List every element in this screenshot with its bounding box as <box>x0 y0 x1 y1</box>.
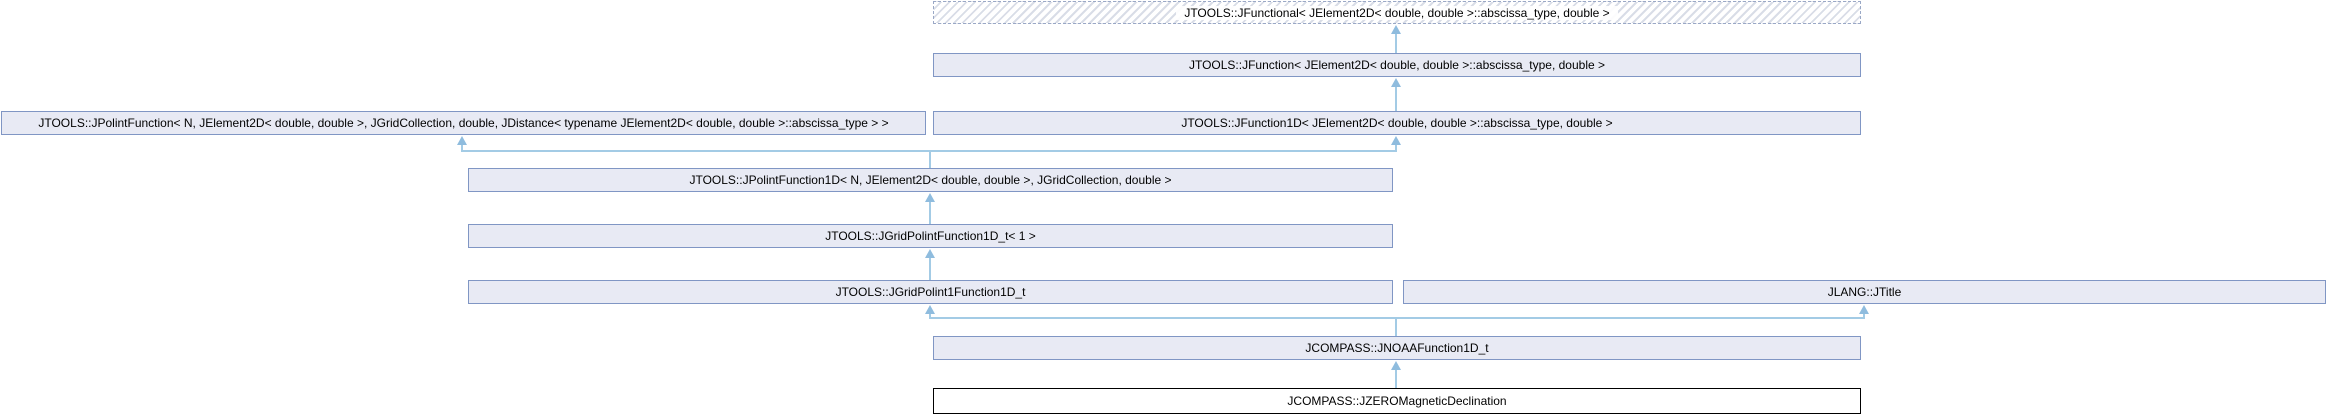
class-node-jfunctional: JTOOLS::JFunctional< JElement2D< double,… <box>933 1 1861 24</box>
class-node-jgridpolintfunction1d-t[interactable]: JTOOLS::JGridPolintFunction1D_t< 1 > <box>468 224 1393 248</box>
inheritance-edge <box>1396 312 1865 319</box>
inheritance-edge <box>930 143 1397 152</box>
class-node-jzeromagneticdeclination-current: JCOMPASS::JZEROMagneticDeclination <box>933 388 1861 414</box>
inheritance-edge <box>929 312 1397 336</box>
inheritance-arrowhead <box>1391 78 1401 87</box>
class-node-label: JTOOLS::JFunction1D< JElement2D< double,… <box>1181 116 1613 130</box>
inheritance-edge <box>461 143 931 168</box>
class-node-jpolintfunction[interactable]: JTOOLS::JPolintFunction< N, JElement2D< … <box>1 111 926 135</box>
class-node-jfunction1d[interactable]: JTOOLS::JFunction1D< JElement2D< double,… <box>933 111 1861 135</box>
class-node-jfunction[interactable]: JTOOLS::JFunction< JElement2D< double, d… <box>933 53 1861 77</box>
class-node-label: JTOOLS::JPolintFunction< N, JElement2D< … <box>38 116 889 130</box>
inheritance-arrowhead <box>925 305 935 314</box>
class-node-jtitle[interactable]: JLANG::JTitle <box>1403 280 2326 304</box>
inheritance-arrowhead <box>1391 361 1401 370</box>
class-node-label: JCOMPASS::JZEROMagneticDeclination <box>1287 394 1507 408</box>
inheritance-arrowhead <box>925 193 935 202</box>
class-node-label: JLANG::JTitle <box>1827 285 1902 299</box>
class-node-jgridpolint1function1d-t[interactable]: JTOOLS::JGridPolint1Function1D_t <box>468 280 1393 304</box>
class-node-label: JTOOLS::JGridPolintFunction1D_t< 1 > <box>825 229 1036 243</box>
class-node-jpolintfunction1d[interactable]: JTOOLS::JPolintFunction1D< N, JElement2D… <box>468 168 1393 192</box>
class-node-label: JTOOLS::JFunction< JElement2D< double, d… <box>1188 58 1606 72</box>
inheritance-arrowhead <box>1391 136 1401 145</box>
class-node-jnoaafunction1d-t[interactable]: JCOMPASS::JNOAAFunction1D_t <box>933 336 1861 360</box>
inheritance-arrowhead <box>925 249 935 258</box>
class-node-label: JTOOLS::JPolintFunction1D< N, JElement2D… <box>689 173 1172 187</box>
inheritance-arrowhead <box>1391 25 1401 34</box>
inheritance-arrowhead <box>1859 305 1869 314</box>
class-node-label: JTOOLS::JGridPolint1Function1D_t <box>835 285 1026 299</box>
class-node-label: JTOOLS::JFunctional< JElement2D< double,… <box>1176 5 1618 20</box>
inheritance-arrowhead <box>457 136 467 145</box>
class-node-label: JCOMPASS::JNOAAFunction1D_t <box>1305 341 1489 355</box>
